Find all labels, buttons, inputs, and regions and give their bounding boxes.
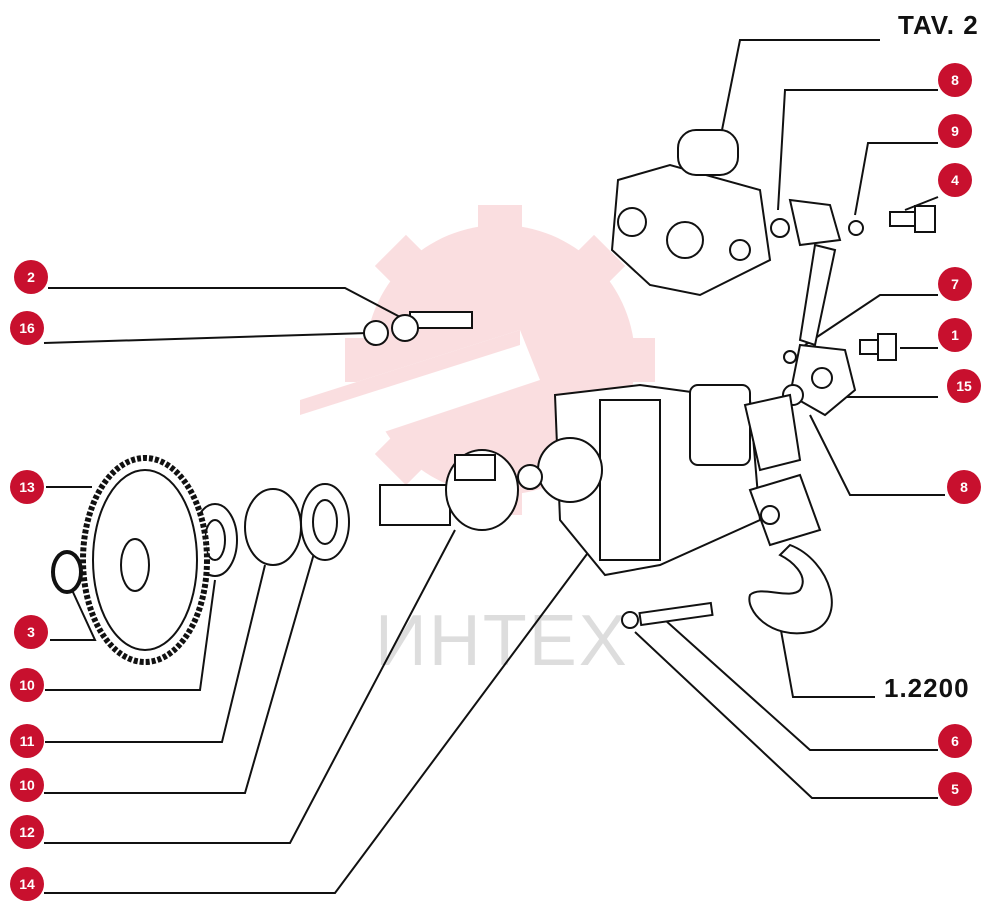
- callout-12[interactable]: 12: [10, 815, 44, 849]
- callout-14[interactable]: 14: [10, 867, 44, 901]
- drive-shaft-part: [379, 449, 519, 531]
- callout-16[interactable]: 16: [10, 311, 44, 345]
- sheet-title: TAV. 2: [898, 10, 979, 40]
- leader-lines: [43, 39, 945, 894]
- callout-8-top[interactable]: 8: [938, 63, 972, 97]
- callout-3[interactable]: 3: [14, 615, 48, 649]
- callout-13[interactable]: 13: [10, 470, 44, 504]
- callout-4[interactable]: 4: [938, 163, 972, 197]
- callout-6[interactable]: 6: [938, 724, 972, 758]
- pipe-flange-part: [770, 198, 864, 417]
- callout-1[interactable]: 1: [938, 318, 972, 352]
- hydraulic-pump-part: [517, 383, 762, 577]
- bearing-parts: [192, 483, 350, 577]
- callout-2[interactable]: 2: [14, 260, 48, 294]
- watermark-text: ИНТЕХ: [375, 601, 629, 681]
- callout-15[interactable]: 15: [947, 369, 981, 403]
- callout-8-lower[interactable]: 8: [947, 470, 981, 504]
- hose-fitting-part: [743, 393, 833, 635]
- valve-body-part: [610, 129, 772, 297]
- callout-5[interactable]: 5: [938, 772, 972, 806]
- callout-11[interactable]: 11: [10, 724, 44, 758]
- gear-part: [80, 455, 210, 665]
- bolt-parts: [363, 205, 936, 629]
- callout-7[interactable]: 7: [938, 267, 972, 301]
- circlip-part: [51, 550, 83, 594]
- callout-10-b[interactable]: 10: [10, 768, 44, 802]
- callout-10-a[interactable]: 10: [10, 668, 44, 702]
- assembly-reference: 1.2200: [884, 673, 970, 703]
- callout-9[interactable]: 9: [938, 114, 972, 148]
